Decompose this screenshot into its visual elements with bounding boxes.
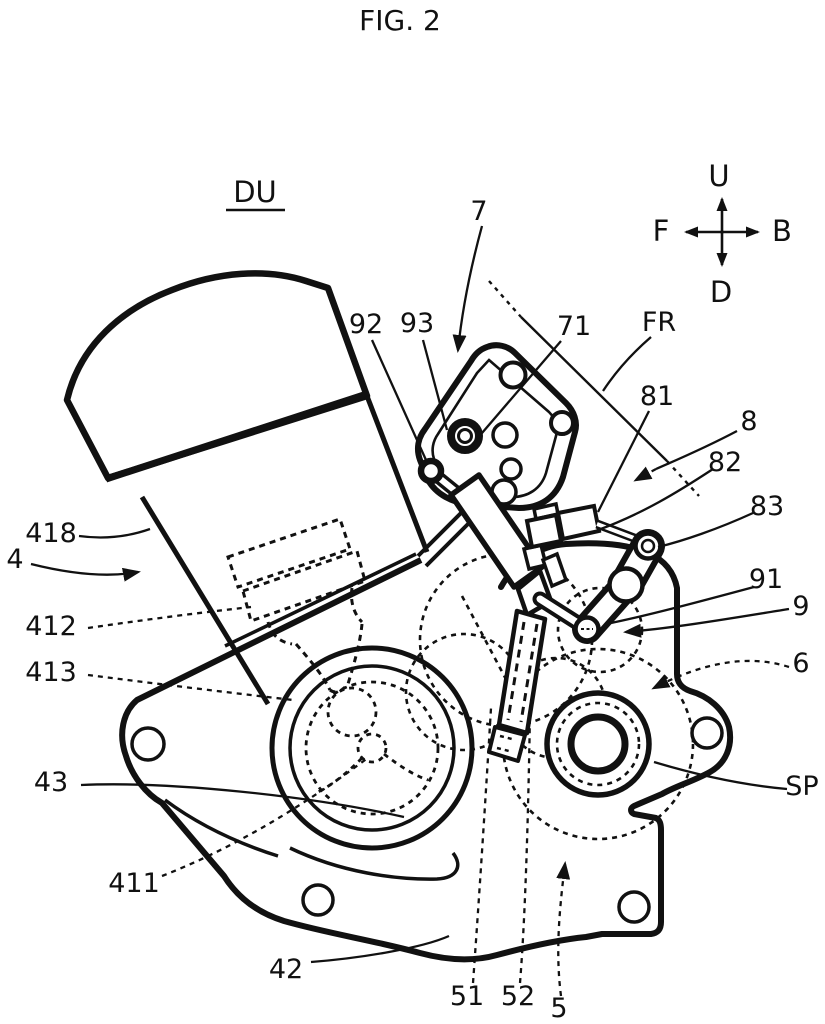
leader-82 bbox=[597, 468, 714, 532]
ref-label-91: 91 bbox=[749, 564, 783, 595]
leader-411 bbox=[161, 756, 370, 878]
ref-label-51: 51 bbox=[450, 981, 484, 1012]
bracket-hole bbox=[491, 421, 519, 449]
bracket-pivots bbox=[417, 418, 483, 485]
crankcase-outline bbox=[119, 540, 733, 963]
cylinder-head-cover bbox=[63, 270, 371, 482]
ref-label-8: 8 bbox=[740, 406, 757, 437]
leader-sp bbox=[653, 760, 788, 791]
cylinder-block-left-edge bbox=[139, 495, 271, 706]
crankcase-top-edge bbox=[135, 557, 423, 703]
ref-label-412: 412 bbox=[25, 611, 77, 642]
compass-down-label: D bbox=[710, 275, 732, 309]
shock-absorber bbox=[433, 471, 554, 763]
bolt-hole bbox=[617, 890, 651, 924]
sprocket-sp bbox=[544, 690, 652, 798]
compass-back-label: B bbox=[772, 214, 792, 248]
ref-label-5: 5 bbox=[550, 993, 567, 1024]
leader-412 bbox=[87, 605, 252, 630]
case-inner-lip bbox=[289, 846, 460, 881]
leader-93 bbox=[421, 339, 449, 431]
crankcase-cover-circle bbox=[269, 645, 475, 851]
compass-up-label: U bbox=[708, 159, 729, 193]
pivot-92 bbox=[417, 457, 445, 485]
ref-label-418: 418 bbox=[25, 518, 77, 549]
leader-81 bbox=[596, 410, 651, 513]
fr-reference-line bbox=[488, 280, 700, 497]
drive-unit-label: DU bbox=[233, 175, 277, 209]
bracket-hole bbox=[549, 410, 575, 436]
engine-drawing bbox=[63, 270, 733, 963]
leader-5 bbox=[556, 861, 571, 997]
direction-compass bbox=[684, 197, 760, 267]
ref-label-sp: SP bbox=[785, 771, 818, 802]
bracket-hole bbox=[499, 457, 523, 481]
leader-83 bbox=[657, 511, 754, 549]
cylinder-block-right-edge bbox=[364, 395, 430, 553]
compass-front-label: F bbox=[653, 214, 670, 248]
leader-4 bbox=[30, 562, 141, 582]
ref-label-7: 7 bbox=[470, 196, 487, 227]
leader-413 bbox=[87, 673, 294, 702]
head-gasket-line bbox=[104, 390, 369, 483]
bolt-hole bbox=[130, 726, 166, 762]
leader-lines bbox=[30, 225, 790, 997]
leader-91 bbox=[605, 585, 755, 626]
ref-label-52: 52 bbox=[501, 981, 535, 1012]
leader-51 bbox=[471, 707, 493, 984]
bolt-hole bbox=[690, 716, 724, 750]
leader-42 bbox=[310, 934, 450, 964]
mount-flange-line-2 bbox=[424, 514, 478, 568]
leader-418 bbox=[78, 527, 151, 539]
leader-8 bbox=[655, 429, 738, 471]
ref-label-82: 82 bbox=[708, 447, 742, 478]
ref-label-411: 411 bbox=[108, 868, 160, 899]
ref-label-413: 413 bbox=[25, 657, 77, 688]
gear-circle-behind-sprocket bbox=[501, 647, 695, 841]
leader-7 bbox=[452, 225, 484, 353]
bolt-hole bbox=[301, 883, 335, 917]
ref-label-81: 81 bbox=[640, 381, 674, 412]
case-inner-contour-left bbox=[163, 798, 279, 858]
leader-fr bbox=[602, 336, 652, 392]
ref-label-fr: FR bbox=[642, 307, 676, 338]
actuator-block-81 bbox=[524, 512, 564, 550]
bracket-hole bbox=[498, 360, 528, 390]
link-hole-83 bbox=[633, 531, 663, 561]
leader-6 bbox=[651, 659, 790, 690]
leader-43 bbox=[80, 783, 405, 819]
bell-crank-linkage bbox=[532, 529, 665, 644]
shock-foot bbox=[487, 725, 527, 763]
ref-label-43: 43 bbox=[34, 767, 68, 798]
leader-71 bbox=[469, 340, 562, 448]
actuator-block-82 bbox=[555, 503, 602, 542]
link-hole bbox=[607, 566, 645, 604]
ref-label-42: 42 bbox=[269, 954, 303, 985]
ref-label-6: 6 bbox=[792, 648, 809, 679]
ref-label-71: 71 bbox=[557, 311, 591, 342]
leader-9 bbox=[623, 607, 790, 638]
mount-flange-line-1 bbox=[416, 504, 470, 558]
ref-label-4: 4 bbox=[6, 544, 23, 575]
text-labels: FIG. 2 DU U D F B FR 7 92 93 71 81 8 82 … bbox=[6, 4, 818, 1024]
leader-8-dashed bbox=[633, 466, 657, 482]
block-hidden-passages bbox=[226, 517, 367, 694]
ref-label-83: 83 bbox=[750, 491, 784, 522]
ref-label-92: 92 bbox=[349, 309, 383, 340]
ref-label-93: 93 bbox=[400, 308, 434, 339]
figure-title: FIG. 2 bbox=[359, 4, 441, 37]
leader-92 bbox=[370, 339, 428, 461]
ref-label-9: 9 bbox=[792, 591, 809, 622]
actuator-8 bbox=[521, 501, 644, 589]
crankcase-top-edge-inner bbox=[224, 552, 417, 648]
